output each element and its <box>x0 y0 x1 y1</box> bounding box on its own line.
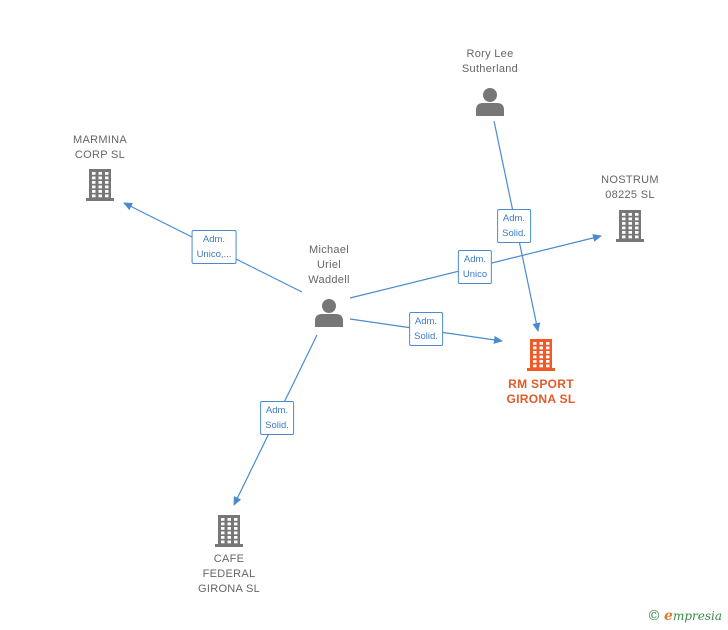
node-label-marmina[interactable]: MARMINA CORP SL <box>72 134 128 161</box>
marmina-building-icon[interactable] <box>86 169 114 201</box>
rory-person-icon[interactable] <box>476 88 504 116</box>
edge-label-michael-marmina[interactable]: Adm. Unico,... <box>191 230 237 264</box>
copyright-icon: © <box>647 608 662 624</box>
edge-label-michael-rmsport[interactable]: Adm. Solid. <box>409 312 443 346</box>
node-label-michael[interactable]: Michael Uriel Waddell <box>308 244 350 286</box>
node-label-nostrum[interactable]: NOSTRUM 08225 SL <box>601 174 659 201</box>
cafe-building-icon[interactable] <box>215 515 243 547</box>
empresia-logo: ©empresia <box>647 608 722 624</box>
edge-label-michael-nostrum[interactable]: Adm. Unico <box>457 250 493 284</box>
nostrum-building-icon[interactable] <box>616 210 644 242</box>
node-label-cafe[interactable]: CAFE FEDERAL GIRONA SL <box>198 553 260 595</box>
edge-label-michael-cafe[interactable]: Adm. Solid. <box>260 401 294 435</box>
edge-label-rory-rmsport[interactable]: Adm. Solid. <box>497 209 531 243</box>
node-label-rmsport[interactable]: RM SPORT GIRONA SL <box>506 377 576 406</box>
node-label-rory[interactable]: Rory Lee Sutherland <box>461 48 519 75</box>
rmsport-building-icon[interactable] <box>527 339 555 371</box>
michael-person-icon[interactable] <box>315 299 343 327</box>
